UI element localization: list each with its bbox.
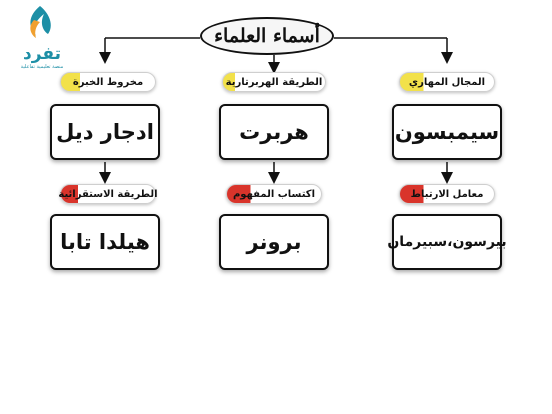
box-herbart: هربرت	[219, 104, 329, 160]
flame-logo-icon	[30, 6, 51, 38]
logo-name: تفرد	[23, 44, 61, 64]
box-edgar-dale: ادجار ديل	[50, 104, 160, 160]
logo-tagline: منصة تعليمية تفاعلية	[20, 64, 64, 70]
tag-herbartian: الطريقة الهربرتارية	[222, 72, 326, 92]
logo: تفرد منصة تعليمية تفاعلية	[10, 2, 66, 74]
tag-inductive-method: الطريقة الاستقرائية	[58, 184, 158, 204]
box-hilda-taba: هيلدا تابا	[50, 214, 160, 270]
tag-correlation: معامل الارتباط	[399, 184, 495, 204]
box-bruner: برونر	[219, 214, 329, 270]
tag-skill-domain: المجال المهاري	[399, 72, 495, 92]
tag-concept-acquisition: اكتساب المفهوم	[226, 184, 322, 204]
root-label: أسماء العلماء	[214, 25, 320, 47]
box-pearson-spearman: بيرسون،سبيرمان	[387, 214, 507, 270]
root-node: أسماء العلماء	[200, 17, 334, 55]
box-simpson: سيمبسون	[392, 104, 502, 160]
tag-cone-of-experience: مخروط الخبرة	[60, 72, 156, 92]
